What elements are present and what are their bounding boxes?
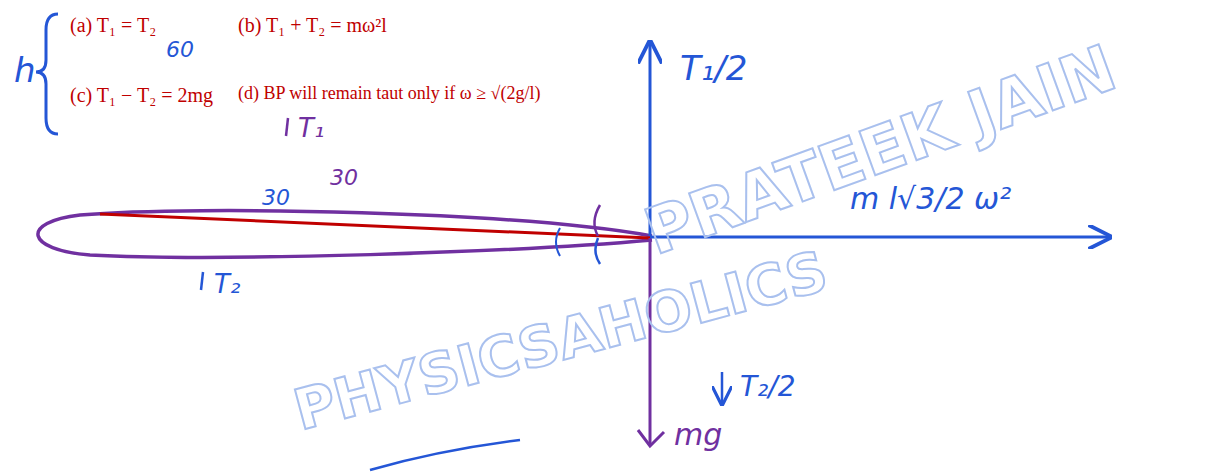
height-symbol: h: [14, 52, 36, 89]
angle-value: 60: [166, 38, 194, 62]
watermark: PHYSICSAHOLICS: [286, 238, 833, 443]
force-label: m l√3/2 ω²: [850, 182, 1011, 215]
tension-label: T₁: [298, 114, 324, 143]
tension-label: T₂: [214, 270, 240, 299]
option-text: (d) BP will remain taut only if ω ≥ √(2g…: [238, 84, 540, 104]
force-label: mg: [674, 418, 722, 451]
option-text: (c) T₁ − T₂ = 2mg: [70, 84, 213, 106]
force-label: T₂/2: [740, 372, 796, 403]
force-label: T₁/2: [680, 50, 748, 87]
angle-value: 30: [330, 166, 358, 190]
option-text: (b) T₁ + T₂ = mω²l: [238, 14, 387, 36]
angle-value: 30: [262, 186, 290, 210]
option-text: (a) T₁ = T₂: [70, 14, 156, 36]
